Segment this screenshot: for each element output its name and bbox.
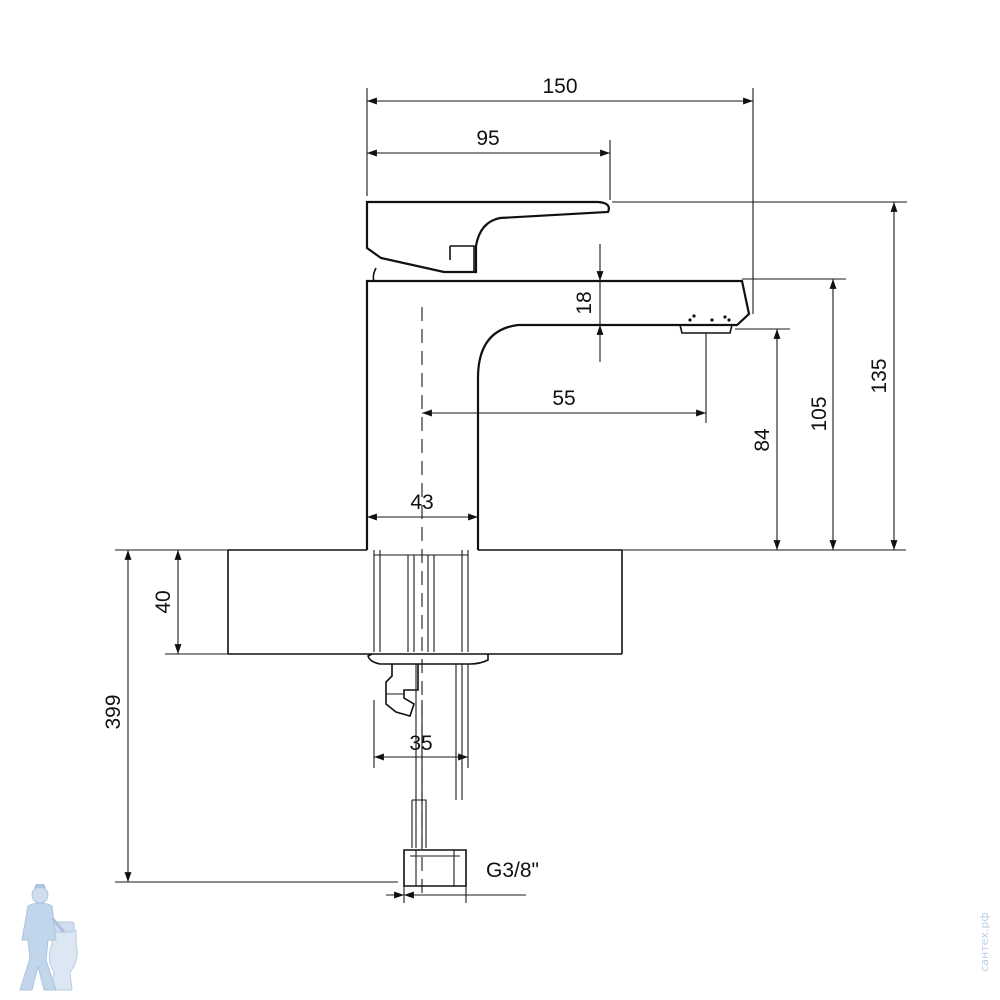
- dimension-43: 43: [367, 491, 478, 521]
- dimension-399-label: 399: [102, 694, 125, 729]
- g38-connector-nut: [403, 849, 467, 887]
- dimension-105: 105: [742, 278, 846, 550]
- handle-cap: [372, 245, 475, 282]
- aerator-dots: [688, 314, 731, 322]
- side-connector: [385, 664, 419, 717]
- dimension-40-label: 40: [152, 590, 175, 613]
- dimension-18-label: 18: [573, 291, 596, 314]
- lever-handle: [365, 200, 610, 274]
- dimension-105-label: 105: [808, 396, 831, 431]
- dimension-135: 135: [612, 201, 907, 550]
- dimension-18: 18: [573, 244, 604, 362]
- watermark-text: сантех.рф: [978, 912, 991, 972]
- dimension-g38: G3/8": [386, 859, 539, 903]
- dimension-84-label: 84: [751, 428, 774, 452]
- dimension-35-label: 35: [409, 732, 432, 755]
- dimension-135-label: 135: [868, 358, 891, 393]
- aerator: [679, 324, 733, 334]
- dimension-95: 95: [367, 127, 611, 200]
- plumber-mascot-icon: [19, 884, 78, 991]
- mounting-assembly: [367, 550, 489, 887]
- dimension-55-label: 55: [552, 387, 575, 410]
- dimension-150-label: 150: [542, 75, 577, 98]
- dimension-84: 84: [735, 328, 790, 550]
- dimension-150: 150: [366, 75, 754, 314]
- dimension-55: 55: [422, 333, 707, 423]
- thread-size-label: G3/8": [486, 859, 539, 882]
- body-and-spout: [365, 279, 751, 550]
- dimension-95-label: 95: [476, 127, 499, 150]
- dimension-35: 35: [373, 664, 469, 768]
- dimension-40: 40: [152, 550, 182, 654]
- dimension-399: 399: [102, 550, 398, 883]
- countertop: [227, 549, 623, 655]
- dimension-43-label: 43: [410, 491, 433, 514]
- mounting-washer: [367, 653, 489, 665]
